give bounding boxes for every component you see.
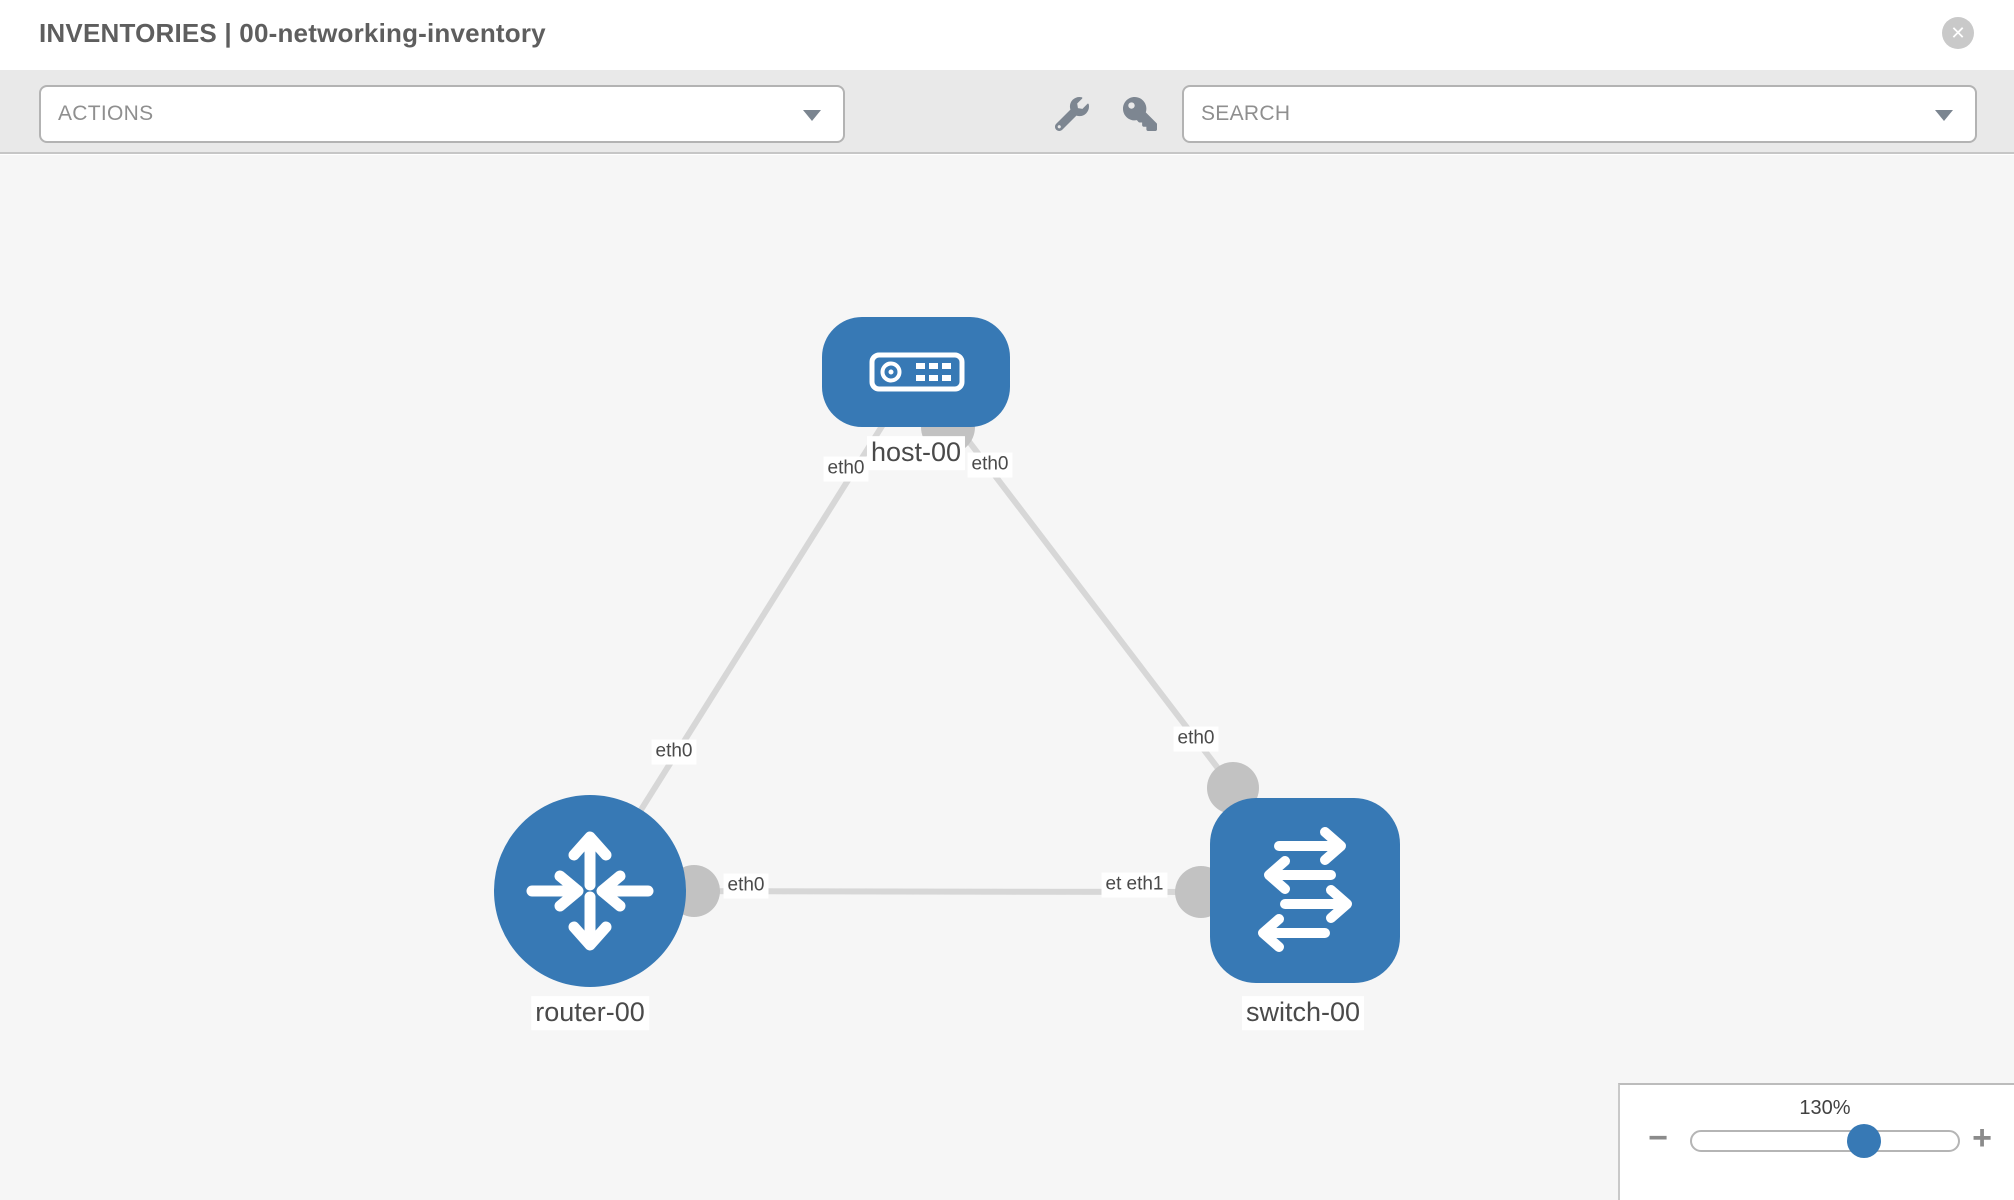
interface-label: eth1 — [1122, 872, 1168, 898]
search-dropdown[interactable]: SEARCH — [1182, 85, 1977, 143]
interface-label: eth0 — [823, 456, 869, 482]
page-header: INVENTORIES | 00-networking-inventory ✕ — [0, 0, 2014, 70]
wrench-icon[interactable] — [1054, 97, 1089, 132]
zoom-level: 130% — [1799, 1097, 1851, 1119]
actions-dropdown-label: ACTIONS — [58, 102, 154, 125]
host-icon — [869, 352, 965, 392]
topology-canvas[interactable]: eth0 host-00 eth0 eth0 eth0 eth0 eth0 et… — [0, 155, 2014, 1200]
node-label-switch: switch-00 — [1241, 996, 1365, 1030]
node-label-host: host-00 — [866, 436, 966, 470]
zoom-out-button[interactable]: − — [1648, 1119, 1668, 1157]
zoom-panel: 130% − + — [1618, 1083, 2014, 1200]
zoom-in-button[interactable]: + — [1972, 1119, 1992, 1157]
interface-label: eth0 — [723, 873, 769, 899]
interface-label: eth0 — [1173, 726, 1219, 752]
zoom-slider-thumb[interactable] — [1847, 1124, 1881, 1158]
toolbar: ACTIONS SEARCH — [0, 70, 2014, 154]
zoom-slider[interactable] — [1690, 1124, 1960, 1158]
node-switch[interactable] — [1210, 798, 1400, 983]
switch-icon — [1258, 827, 1352, 952]
key-icon[interactable] — [1123, 97, 1157, 131]
node-label-router: router-00 — [531, 996, 649, 1030]
chevron-down-icon — [1935, 110, 1953, 121]
router-icon — [526, 831, 654, 951]
actions-dropdown[interactable]: ACTIONS — [39, 85, 845, 143]
close-glyph: ✕ — [1950, 23, 1966, 43]
search-dropdown-label: SEARCH — [1201, 102, 1291, 125]
close-icon[interactable]: ✕ — [1942, 17, 1974, 49]
node-router[interactable] — [494, 795, 686, 987]
chevron-down-icon — [803, 110, 821, 121]
interface-label: eth0 — [651, 739, 697, 765]
page-title: INVENTORIES | 00-networking-inventory — [39, 18, 546, 48]
interface-label: eth0 — [967, 452, 1013, 478]
node-host[interactable] — [822, 317, 1010, 427]
